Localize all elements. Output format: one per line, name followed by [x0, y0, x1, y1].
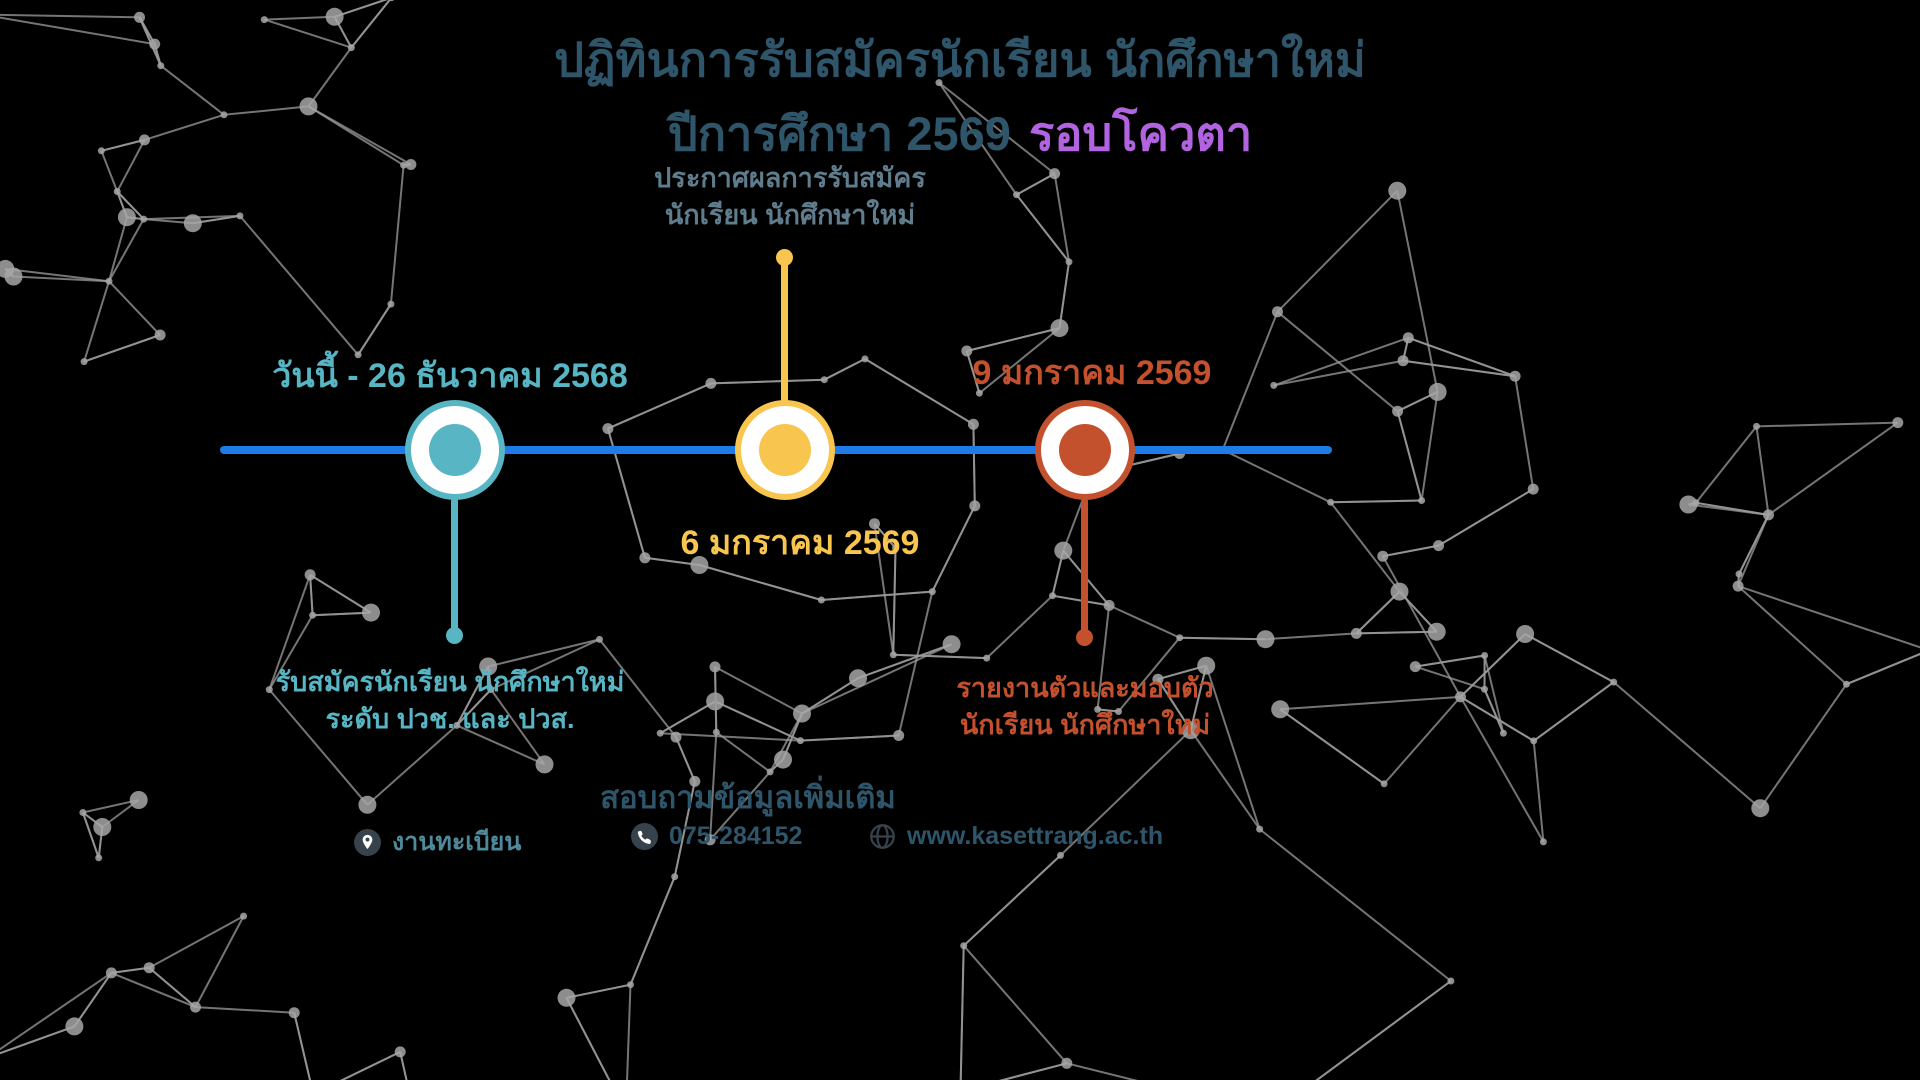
footer-heading: สอบถามข้อมูลเพิ่มเติม [600, 780, 896, 815]
milestone-3-endpoint-dot [1076, 629, 1093, 646]
title-academic-year: ปีการศึกษา 2569 [667, 107, 1011, 160]
location-pin-icon [354, 828, 381, 856]
contact-phone-label: 075-284152 [669, 822, 803, 850]
milestone-3-node [1035, 400, 1135, 500]
poster-title-line-2: ปีการศึกษา 2569 รอบโควตา [0, 96, 1920, 171]
milestone-1-description-line-1: รับสมัครนักเรียน นักศึกษาใหม่ [275, 667, 625, 697]
milestone-2-endpoint-dot [776, 249, 793, 266]
milestone-2-date: 6 มกราคม 2569 [680, 524, 920, 562]
contact-registrar: งานทะเบียน [354, 822, 521, 862]
milestone-3-description: รายงานตัวและมอบตัว นักเรียน นักศึกษาใหม่ [885, 670, 1285, 744]
milestone-1-connector [451, 498, 458, 632]
poster-title-line-1: ปฏิทินการรับสมัครนักเรียน นักศึกษาใหม่ [554, 33, 1366, 86]
contact-website: www.kasettrang.ac.th [869, 822, 1163, 851]
milestone-3-date: 9 มกราคม 2569 [972, 354, 1212, 392]
milestone-3-description-line-2: นักเรียน นักศึกษาใหม่ [959, 710, 1211, 740]
globe-icon [870, 824, 895, 849]
milestone-1-endpoint-dot [446, 627, 463, 644]
phone-icon [631, 823, 658, 850]
milestone-1-description: รับสมัครนักเรียน นักศึกษาใหม่ ระดับ ปวช.… [250, 664, 650, 738]
milestone-2-description-line-1: ประกาศผลการรับสมัคร [654, 163, 926, 193]
milestone-2-description: ประกาศผลการรับสมัคร นักเรียน นักศึกษาใหม… [590, 160, 990, 234]
milestone-3-connector [1081, 498, 1088, 634]
milestone-3-description-line-1: รายงานตัวและมอบตัว [956, 673, 1214, 703]
milestone-1-description-line-2: ระดับ ปวช. และ ปวส. [325, 704, 575, 734]
milestone-1-node [405, 400, 505, 500]
milestone-3-node-core [1059, 424, 1111, 476]
milestone-1-node-core [429, 424, 481, 476]
milestone-2-node [735, 400, 835, 500]
milestone-1-date: วันนี้ - 26 ธันวาคม 2568 [272, 357, 628, 395]
contact-website-label: www.kasettrang.ac.th [907, 822, 1164, 850]
contact-registrar-label: งานทะเบียน [392, 828, 522, 856]
milestone-2-description-line-2: นักเรียน นักศึกษาใหม่ [664, 200, 916, 230]
milestone-2-connector [781, 262, 788, 404]
contact-phone: 075-284152 [631, 822, 802, 851]
milestone-2-node-core [759, 424, 811, 476]
title-round-quota: รอบโควตา [1028, 107, 1253, 160]
